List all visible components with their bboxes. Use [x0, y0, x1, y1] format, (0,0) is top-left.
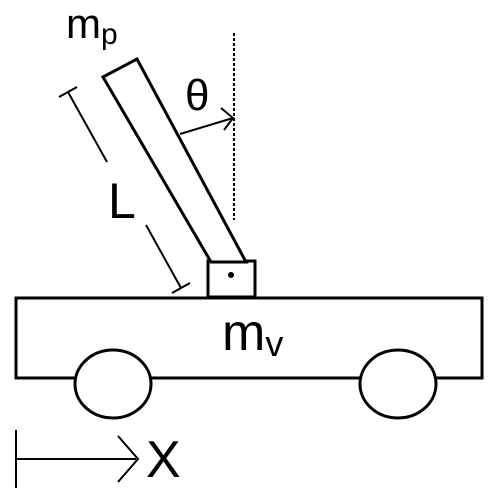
vehicle-mass-subscript: v — [265, 323, 283, 364]
left-wheel — [73, 348, 153, 420]
position-arrow-head — [117, 435, 140, 483]
pendulum-mass-label: mp — [66, 0, 118, 51]
pendulum-rod — [100, 56, 249, 264]
length-dimension-top-cap — [58, 86, 78, 98]
angle-arrow-head — [220, 107, 235, 131]
length-label: L — [108, 173, 136, 229]
right-wheel — [358, 348, 438, 420]
angle-arrow-shaft — [179, 117, 234, 135]
length-dimension-bottom-cap — [171, 282, 191, 294]
pendulum-mass-subscript: p — [101, 18, 118, 51]
angle-label: θ — [185, 71, 209, 120]
pivot-point — [228, 272, 234, 278]
position-label: X — [146, 431, 181, 489]
length-dimension-upper — [67, 91, 108, 163]
pivot-block — [206, 259, 257, 299]
vehicle-mass-label: mv — [222, 304, 283, 364]
length-dimension-lower — [145, 224, 182, 289]
